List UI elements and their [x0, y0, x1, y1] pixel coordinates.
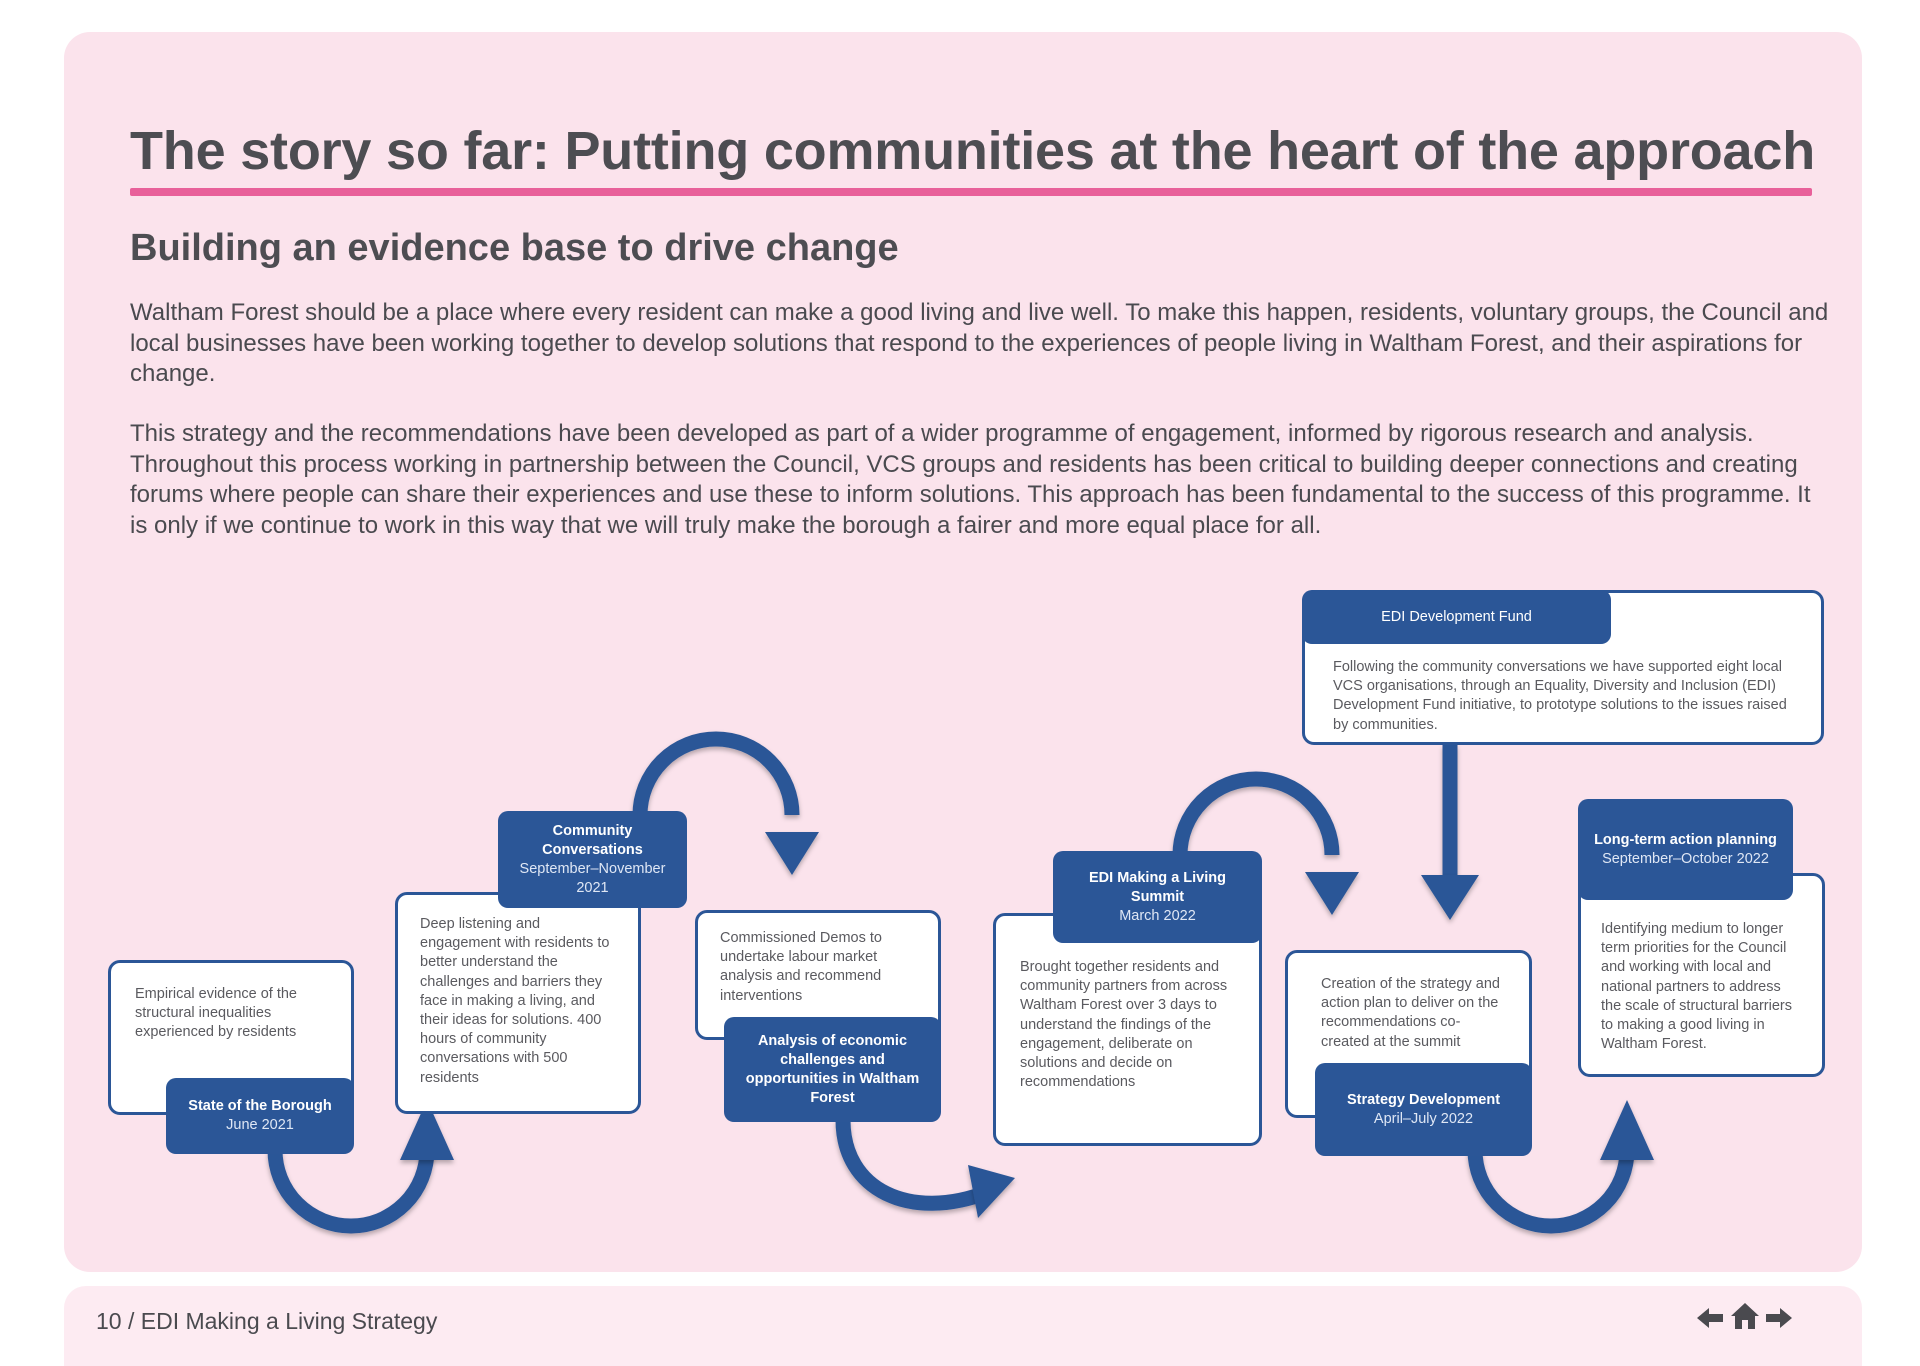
card-long-term-text: Identifying medium to longer term priori… — [1601, 921, 1792, 1053]
footer-page-label: 10 / EDI Making a Living Strategy — [96, 1308, 438, 1334]
curve-arrow-1 — [267, 1149, 435, 1234]
footer-bar — [64, 1286, 1862, 1366]
card-community-conversations: Deep listening and engagement with resid… — [395, 892, 641, 1114]
section-subtitle: Building an evidence base to drive chang… — [130, 227, 899, 269]
home-icon[interactable] — [1730, 1302, 1760, 1330]
tab-community-conversations: Community Conversations September–Novemb… — [498, 811, 687, 908]
card-long-term: Identifying medium to longer term priori… — [1578, 873, 1825, 1077]
curve-arrow-2 — [632, 731, 800, 816]
arrow-left-icon[interactable] — [1697, 1306, 1725, 1330]
card-community-conversations-text: Deep listening and engagement with resid… — [420, 916, 610, 1086]
card-analysis-text: Commissioned Demos to undertake labour m… — [720, 930, 882, 1004]
tab-community-conversations-date: September–November 2021 — [519, 860, 666, 896]
arrowhead-2 — [765, 832, 819, 875]
arrowhead-5 — [1600, 1100, 1654, 1160]
title-underline — [130, 188, 1812, 196]
curve-arrow-4 — [1172, 771, 1340, 856]
tab-summit-title: EDI Making a Living Summit — [1089, 869, 1226, 905]
intro-paragraph-2: This strategy and the recommendations ha… — [130, 420, 1811, 539]
tab-summit-date: March 2022 — [1119, 907, 1196, 924]
tab-fund: EDI Development Fund — [1302, 590, 1611, 644]
arrowhead-fund — [1421, 875, 1479, 920]
tab-community-conversations-title: Community Conversations — [542, 822, 643, 858]
card-summit: Brought together residents and community… — [993, 913, 1262, 1146]
tab-fund-title: EDI Development Fund — [1381, 608, 1532, 625]
tab-state-of-borough: State of the Borough June 2021 — [166, 1078, 354, 1154]
arrowhead-3 — [968, 1165, 1015, 1218]
curve-arrow-5 — [1467, 1149, 1635, 1234]
tab-state-of-borough-date: June 2021 — [226, 1117, 294, 1133]
tab-long-term: Long-term action planning September–Octo… — [1578, 799, 1793, 900]
tab-summit: EDI Making a Living Summit March 2022 — [1053, 851, 1262, 943]
intro-paragraph-1: Waltham Forest should be a place where e… — [130, 299, 1829, 387]
card-fund-text: Following the community conversations we… — [1333, 659, 1787, 733]
arrow-right-icon[interactable] — [1764, 1306, 1792, 1330]
page-title: The story so far: Putting communities at… — [130, 121, 1816, 181]
card-summit-text: Brought together residents and community… — [1020, 959, 1228, 1091]
card-strategy-text: Creation of the strategy and action plan… — [1321, 976, 1500, 1050]
tab-analysis-title: Analysis of economic challenges and oppo… — [745, 1032, 920, 1106]
tab-strategy-date: April–July 2022 — [1373, 1110, 1474, 1127]
arrowhead-4 — [1305, 872, 1359, 915]
curve-arrow-3 — [835, 1119, 991, 1211]
tab-long-term-title: Long-term action planning — [1594, 831, 1777, 848]
arrowhead-1 — [400, 1100, 454, 1160]
tab-state-of-borough-title: State of the Borough — [188, 1098, 332, 1114]
tab-strategy: Strategy Development April–July 2022 — [1315, 1063, 1532, 1156]
tab-long-term-date: September–October 2022 — [1602, 850, 1769, 867]
tab-analysis: Analysis of economic challenges and oppo… — [724, 1017, 941, 1122]
tab-strategy-title: Strategy Development — [1346, 1091, 1501, 1108]
card-state-of-borough-text: Empirical evidence of the structural ine… — [135, 986, 297, 1041]
